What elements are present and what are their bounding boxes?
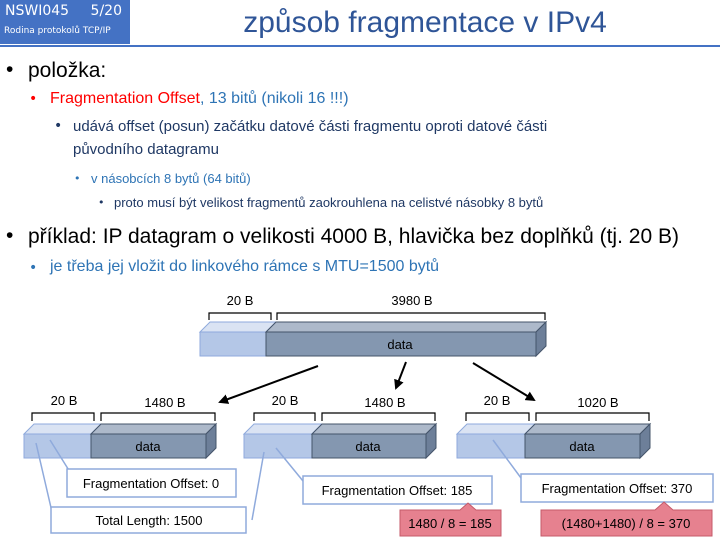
page-number: 5/20: [90, 3, 122, 19]
slide-title: způsob fragmentace v IPv4: [243, 6, 607, 39]
fragment-1-header-size: 20 B: [51, 393, 78, 408]
calc-callout-3-text: (1480+1480) / 8 = 370: [562, 516, 691, 531]
bullet-item-text: položka:: [28, 59, 107, 82]
calc-callout-2-text: 1480 / 8 = 185: [408, 516, 492, 531]
orig-data-brace: [276, 312, 546, 320]
fragment-1-data-size: 1480 B: [144, 395, 185, 410]
offset-callout-3: [520, 473, 714, 503]
calc-callout-2: [399, 502, 502, 537]
title-divider: [0, 45, 720, 47]
bullet-dot: •: [74, 172, 81, 185]
arrow-to-fragment-2: [394, 361, 407, 390]
orig-data-block: [265, 331, 537, 357]
bullet-dot: •: [54, 118, 63, 134]
fragment-2-data-size: 1480 B: [364, 395, 405, 410]
orig-data-size: 3980 B: [391, 293, 432, 308]
bullet-fragment-offset: Fragmentation Offset, 13 bitů (nikoli 16…: [50, 90, 349, 108]
fragment-3-header-size: 20 B: [484, 393, 511, 408]
orig-data-label: data: [387, 337, 413, 352]
slide-header-box: NSWI045 5/20 Rodina protokolů TCP/IP: [0, 0, 130, 44]
fragment-3: data 20 B 1020 B: [455, 393, 652, 460]
total-length-callout: [50, 506, 247, 534]
original-datagram: data 20 B 3980 B: [198, 293, 548, 358]
fragment-1-data-label: data: [135, 439, 161, 454]
bullet-offset-meaning-cont: původního datagramu: [73, 141, 219, 158]
bullet-rounding: proto musí být velikost fragmentů zaokro…: [114, 195, 544, 210]
total-length-text: Total Length: 1500: [96, 513, 203, 528]
arrow-to-fragment-3: [472, 362, 536, 402]
offset-callout-3-text: Fragmentation Offset: 370: [542, 481, 693, 496]
fragment-2-data-label: data: [355, 439, 381, 454]
orig-header-block: [199, 331, 267, 357]
bullet-dot: •: [6, 224, 14, 247]
bullet-dot: •: [29, 260, 38, 276]
fragment-3-data-size: 1020 B: [577, 395, 618, 410]
orig-header-brace: [208, 312, 272, 320]
bullet-example: příklad: IP datagram o velikosti 4000 B,…: [28, 225, 679, 248]
fragment-3-data-label: data: [569, 439, 595, 454]
fragment-offset-desc: , 13 bitů (nikoli 16 !!!): [200, 90, 349, 107]
fragment-2-header-size: 20 B: [272, 393, 299, 408]
offset-callout-1: [66, 468, 237, 498]
bullet-offset-meaning: udává offset (posun) začátku datové část…: [73, 118, 548, 135]
fragment-offset-term: Fragmentation Offset: [50, 90, 200, 107]
offset-callout-2-text: Fragmentation Offset: 185: [322, 483, 473, 498]
course-subtitle: Rodina protokolů TCP/IP: [4, 26, 111, 36]
bullet-mtu: je třeba jej vložit do linkového rámce s…: [50, 258, 440, 275]
orig-header-size: 20 B: [227, 293, 254, 308]
arrow-to-fragment-1: [218, 365, 319, 404]
course-code: NSWI045: [5, 3, 70, 19]
fragment-2: data 20 B 1480 B: [242, 393, 438, 460]
bullet-multiples: v násobcích 8 bytů (64 bitů): [91, 171, 251, 186]
offset-callout-2: [302, 475, 493, 505]
bullet-dot: •: [29, 91, 38, 107]
offset-callout-1-text: Fragmentation Offset: 0: [83, 476, 219, 491]
bullet-dot: •: [6, 58, 14, 81]
bullet-dot: •: [98, 196, 105, 209]
calc-callout-3: [540, 501, 713, 537]
fragment-1: data 20 B 1480 B: [22, 393, 218, 460]
